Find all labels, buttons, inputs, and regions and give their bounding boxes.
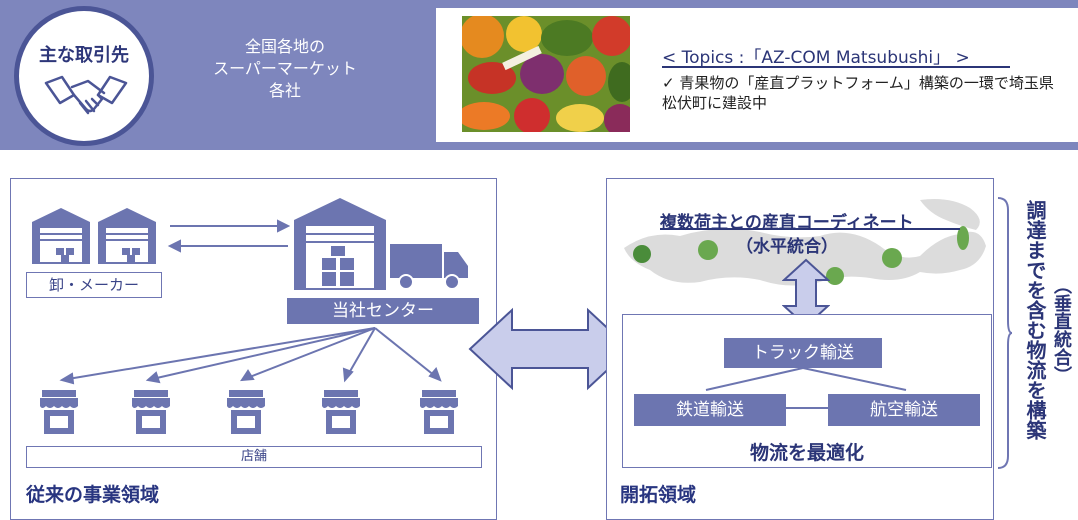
partners-description: 全国各地の スーパーマーケット 各社: [213, 37, 357, 100]
warehouse-icon: [32, 208, 90, 264]
japan-map: [624, 199, 986, 286]
horizontal-integration: （水平統合）: [736, 237, 838, 257]
topics-underline: [662, 66, 1010, 68]
store-icon: [420, 390, 458, 434]
topics-body: ✓ 青果物の「産直プラットフォーム」構築の一環で埼玉県松伏町に建設中: [662, 74, 1054, 112]
partners-circle: 主な取引先: [14, 6, 154, 146]
rail-transport: 鉄道輸送: [634, 394, 786, 426]
wholesaler-label: 卸・メーカー: [26, 272, 162, 298]
vegetables-photo: [462, 16, 630, 132]
bracket: [997, 197, 1012, 469]
truck-transport: トラック輸送: [724, 338, 882, 368]
transport-connectors: [705, 367, 907, 409]
handshake-icon: [44, 75, 128, 115]
stores-label: 店舗: [26, 446, 482, 468]
store-icon: [322, 390, 360, 434]
coordination-underline: [660, 228, 960, 230]
topics-title: < Topics :「AZ-COM Matsubushi」 >: [662, 48, 970, 68]
delivery-arrows: [59, 327, 442, 385]
warehouse-icon: [98, 208, 156, 264]
conventional-domain-title: 従来の事業領域: [26, 484, 160, 506]
frontier-domain-title: 開拓領域: [620, 484, 697, 506]
exchange-arrows: [167, 219, 290, 253]
optimize-label: 物流を最適化: [749, 442, 864, 464]
vertical-sub-text: （垂直統合）: [1051, 276, 1072, 384]
air-transport: 航空輸送: [828, 394, 980, 426]
store-icon: [132, 390, 170, 434]
store-icon: [227, 390, 265, 434]
company-center-label: 当社センター: [287, 298, 479, 324]
vertical-main-text: 調達までを含む物流を構築: [1023, 200, 1047, 440]
distribution-center-icon: [294, 198, 468, 290]
store-icon: [40, 390, 78, 434]
partners-title: 主な取引先: [39, 45, 129, 66]
